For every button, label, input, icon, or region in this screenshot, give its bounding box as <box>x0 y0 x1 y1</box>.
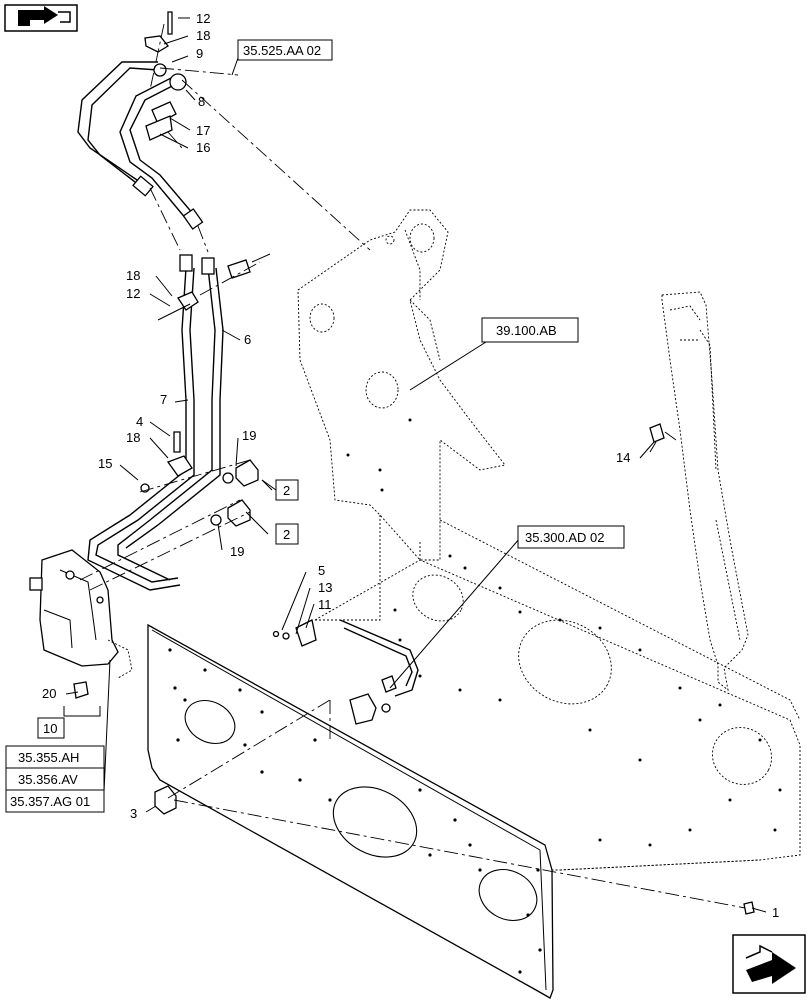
svg-text:35.525.AA 02: 35.525.AA 02 <box>243 43 321 58</box>
svg-text:35.355.AH: 35.355.AH <box>18 750 79 765</box>
lift-arm <box>661 291 749 692</box>
callout-5: 5 <box>318 563 325 578</box>
callout-15: 15 <box>98 456 112 471</box>
drain-tube-assembly <box>272 619 419 725</box>
clamp-bracket-middle <box>157 291 199 321</box>
cap-20 <box>73 681 89 699</box>
svg-text:35.300.AD 02: 35.300.AD 02 <box>525 530 605 545</box>
lower-hydraulic-tubes <box>87 253 271 591</box>
callout-14: 14 <box>616 450 630 465</box>
fitting-19-upper <box>222 459 259 487</box>
ref-link-35-525-aa-02[interactable]: 35.525.AA 02 <box>237 39 333 61</box>
ref-link-35-357-ag-01[interactable]: 35.357.AG 01 <box>5 789 105 813</box>
callout-18-top: 18 <box>196 28 210 43</box>
callout-19-lower: 19 <box>230 544 244 559</box>
callout-17: 17 <box>196 123 210 138</box>
ref-link-35-300-ad-02[interactable]: 35.300.AD 02 <box>517 525 625 549</box>
callout-8: 8 <box>198 94 205 109</box>
frame-base-plate <box>147 623 554 999</box>
callout-7: 7 <box>160 392 167 407</box>
callout-12-top: 12 <box>196 11 210 26</box>
ref-link-39-100-ab[interactable]: 39.100.AB <box>481 317 579 343</box>
svg-text:2: 2 <box>283 483 290 498</box>
svg-text:10: 10 <box>43 721 57 736</box>
upper-hydraulic-tubes <box>77 61 204 230</box>
qty-box-2-lower: 2 <box>275 523 299 545</box>
callout-leaders <box>63 17 767 913</box>
callout-3: 3 <box>130 806 137 821</box>
assembly-centerlines <box>79 23 746 909</box>
callout-18-low: 18 <box>126 430 140 445</box>
clamp-bracket-upper <box>144 11 173 53</box>
svg-text:2: 2 <box>283 527 290 542</box>
svg-text:35.356.AV: 35.356.AV <box>18 772 78 787</box>
svg-text:35.357.AG 01: 35.357.AG 01 <box>10 794 90 809</box>
next-page-icon[interactable] <box>732 934 806 994</box>
fitting-19-lower <box>210 499 251 527</box>
chassis-frame <box>314 515 801 871</box>
callout-20: 20 <box>42 686 56 701</box>
callout-11: 11 <box>318 597 332 612</box>
callout-4: 4 <box>136 414 143 429</box>
callout-9: 9 <box>196 46 203 61</box>
callout-1: 1 <box>772 905 779 920</box>
callout-12-mid: 12 <box>126 286 140 301</box>
seal-16-17 <box>145 101 177 141</box>
qty-box-10: 10 <box>37 717 65 739</box>
previous-page-icon[interactable] <box>4 4 78 32</box>
upright-side-plate <box>297 209 506 561</box>
callout-13: 13 <box>318 580 332 595</box>
clamp-bracket-lower <box>140 431 193 493</box>
plug-3 <box>154 785 177 815</box>
qty-box-2-upper: 2 <box>261 479 299 501</box>
callout-6: 6 <box>244 332 251 347</box>
callout-16: 16 <box>196 140 210 155</box>
bolt-1 <box>743 901 755 915</box>
control-valve <box>29 549 133 679</box>
ref-link-35-356-av[interactable]: 35.356.AV <box>5 767 105 791</box>
svg-text:39.100.AB: 39.100.AB <box>496 323 557 338</box>
ref-link-35-355-ah[interactable]: 35.355.AH <box>5 745 105 769</box>
callout-18-mid: 18 <box>126 268 140 283</box>
callout-19-upper: 19 <box>242 428 256 443</box>
sensor-14 <box>649 423 665 453</box>
